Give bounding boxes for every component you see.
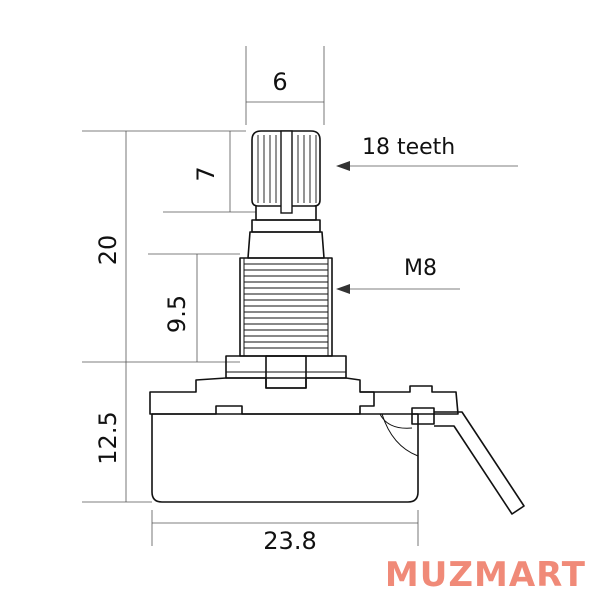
total-height-label: 20 <box>94 235 122 266</box>
thread-arrow-icon <box>336 284 350 294</box>
threaded-bushing <box>239 257 333 357</box>
dimension-lines <box>82 46 419 546</box>
knurl-length-label: 7 <box>192 166 220 181</box>
thread-callout <box>336 284 460 294</box>
teeth-callout <box>336 161 518 171</box>
thread-lines <box>244 263 328 349</box>
knurl-ribs <box>257 135 317 203</box>
teeth-arrow-icon <box>336 161 350 171</box>
knurled-shaft <box>247 130 325 259</box>
body-height-label: 12.5 <box>94 411 122 464</box>
teeth-callout-label: 18 teeth <box>362 135 455 160</box>
brand-logo: MUZMART <box>385 555 586 595</box>
solder-terminal <box>360 385 525 515</box>
body-width-label: 23.8 <box>263 527 316 555</box>
pot-housing <box>149 377 419 503</box>
shaft-diameter-label: 6 <box>272 68 287 96</box>
thread-callout-label: M8 <box>404 256 437 281</box>
mounting-nut <box>225 355 347 389</box>
thread-length-label: 9.5 <box>163 295 191 333</box>
